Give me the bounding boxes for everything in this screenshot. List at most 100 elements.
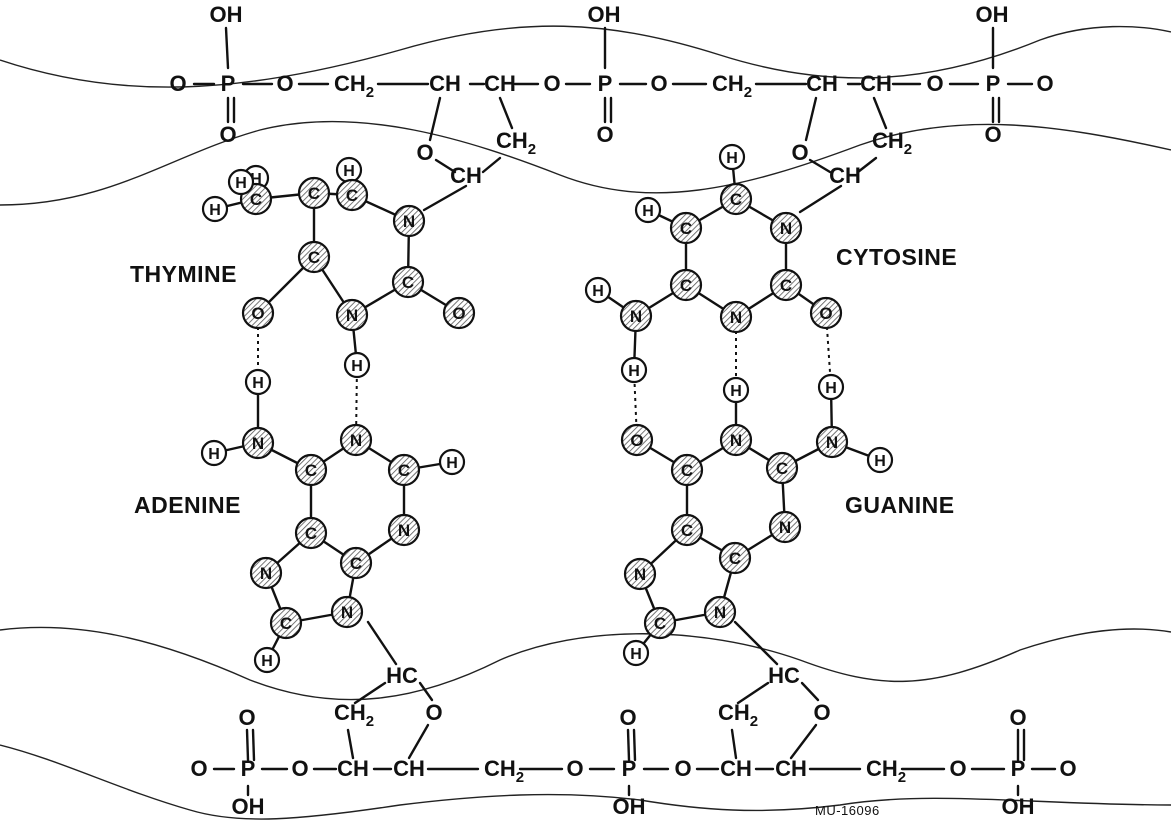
backbone-bond <box>730 728 738 760</box>
atom-circle <box>718 541 752 575</box>
atom-symbol: H <box>642 203 654 220</box>
atom-c: C <box>297 240 331 274</box>
atom-circle <box>622 639 650 667</box>
atom-n: N <box>719 300 753 334</box>
backbone-bond <box>804 96 818 142</box>
backbone-bond <box>245 728 250 762</box>
atom-circle <box>718 143 746 171</box>
top-ribbon-upper <box>0 25 1171 88</box>
top-o-left: O <box>169 71 186 96</box>
bottom-ch-d: CH <box>775 756 807 781</box>
atom-symbol: C <box>681 521 693 540</box>
atom-c: C <box>294 453 328 487</box>
atom-c: C <box>769 268 803 302</box>
atom-n: N <box>339 423 373 457</box>
top-oh-2: OH <box>588 2 621 27</box>
atom-circle <box>339 423 373 457</box>
atom-symbol: N <box>403 212 415 231</box>
atom-symbol: N <box>730 308 742 327</box>
atom-symbol: N <box>730 431 742 450</box>
backbone-bond <box>366 620 398 666</box>
atom-n: N <box>769 211 803 245</box>
atom-symbol: H <box>874 453 886 470</box>
bottom-o-link-4: O <box>949 756 966 781</box>
atom-symbol: H <box>351 358 363 375</box>
bottom-o-link-2: O <box>566 756 583 781</box>
top-o-right: O <box>1036 71 1053 96</box>
double-bond <box>632 728 637 762</box>
bottom-oh-1: OH <box>232 794 265 819</box>
atom-c: C <box>765 451 799 485</box>
atom-circle <box>297 176 331 210</box>
atom-n: N <box>703 595 737 629</box>
atom-n: N <box>392 204 426 238</box>
atom-circle <box>809 296 843 330</box>
atom-circle <box>339 546 373 580</box>
atom-h: H <box>620 356 648 384</box>
top-ring-o-1: O <box>416 140 433 165</box>
atom-circle <box>241 426 275 460</box>
atom-c: C <box>670 513 704 547</box>
top-ring-o-2: O <box>791 140 808 165</box>
atom-circle <box>722 376 750 404</box>
atom-circle <box>294 516 328 550</box>
hydrogen-bond <box>825 312 832 388</box>
bottom-p-1: P <box>241 756 256 781</box>
backbone-bond <box>224 26 230 70</box>
atom-circle <box>391 265 425 299</box>
top-ch-a: CH <box>429 71 461 96</box>
bottom-o-top-3: O <box>1009 705 1026 730</box>
atom-circle <box>335 298 369 332</box>
bottom-ch2-1: CH2 <box>484 756 524 786</box>
atom-symbol: N <box>630 307 642 326</box>
atom-circle <box>387 453 421 487</box>
atom-c: C <box>387 453 421 487</box>
atom-circle <box>703 595 737 629</box>
atom-circle <box>669 268 703 302</box>
atom-circle <box>643 606 677 640</box>
bottom-oh-2: OH <box>613 794 646 819</box>
atom-circle <box>249 556 283 590</box>
atom-h: H <box>584 276 612 304</box>
atom-circle <box>765 451 799 485</box>
bottom-ch2-2: CH2 <box>866 756 906 786</box>
atom-circle <box>392 204 426 238</box>
backbone-bond <box>626 728 631 762</box>
atom-c: C <box>294 516 328 550</box>
atom-circle <box>200 439 228 467</box>
label-adenine: ADENINE <box>134 492 241 518</box>
hydrogen-bonds <box>257 312 832 441</box>
top-p-2: P <box>598 71 613 96</box>
bottom-o-top-2: O <box>619 705 636 730</box>
atom-h: H <box>200 439 228 467</box>
atom-symbol: N <box>350 431 362 450</box>
atom-circle <box>669 211 703 245</box>
atom-n: N <box>768 510 802 544</box>
atom-n: N <box>623 557 657 591</box>
atom-symbol: H <box>235 175 247 192</box>
backbone-bond <box>346 728 355 760</box>
atom-o: O <box>620 423 654 457</box>
backbone-bond <box>872 96 888 130</box>
backbone-bond <box>481 156 502 174</box>
top-ch2-1: CH2 <box>334 71 374 101</box>
atom-symbol: N <box>634 565 646 584</box>
atom-h: H <box>201 195 229 223</box>
atom-h: H <box>253 646 281 674</box>
top-ch2-2: CH2 <box>712 71 752 101</box>
atom-h: H <box>634 196 662 224</box>
top-o-p-2: O <box>596 122 613 147</box>
atom-n: N <box>719 423 753 457</box>
atom-symbol: C <box>681 461 693 480</box>
atom-symbol: N <box>398 521 410 540</box>
atom-symbol: C <box>350 554 362 573</box>
atom-symbol: C <box>729 549 741 568</box>
atom-symbol: C <box>346 186 358 205</box>
bottom-ring-o-1: O <box>425 700 442 725</box>
atom-symbol: C <box>780 276 792 295</box>
top-o-p-1: O <box>219 122 236 147</box>
atom-symbol: C <box>654 614 666 633</box>
atom-n: N <box>387 513 421 547</box>
atom-symbol: N <box>346 306 358 325</box>
